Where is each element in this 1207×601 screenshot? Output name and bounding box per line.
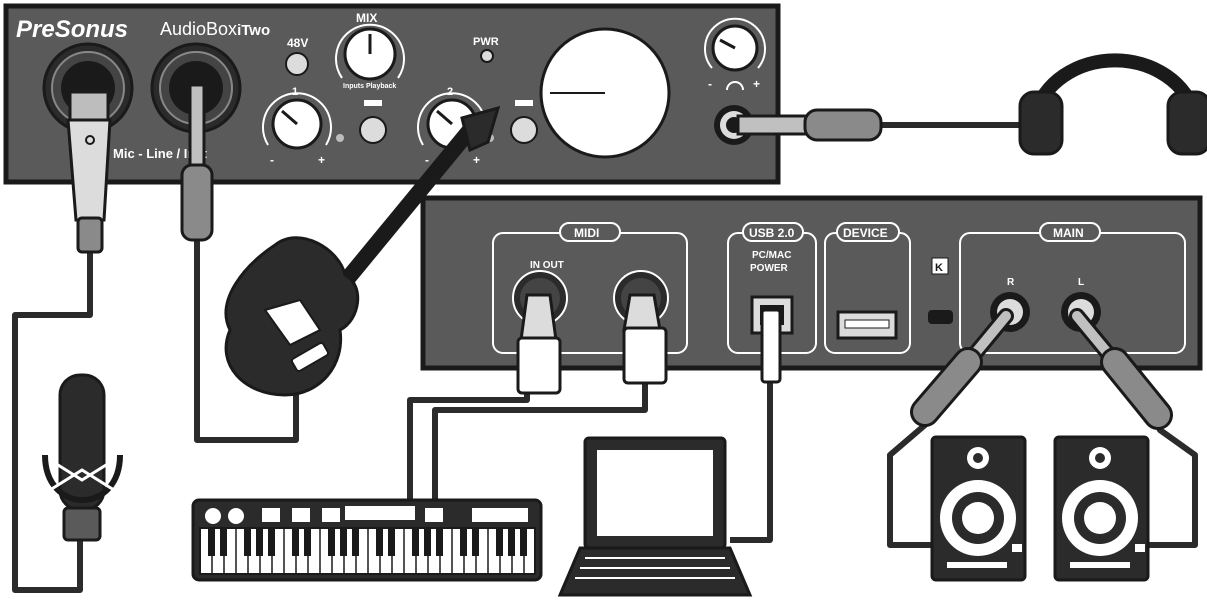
main-right-cable [887,415,935,548]
svg-text:K: K [935,262,943,274]
speaker-icon [1053,435,1150,582]
main-left-label: L [1078,277,1084,288]
headphone-level-knob[interactable] [704,17,766,72]
gain-1-knob[interactable] [262,92,332,150]
input-label: Mic - Line / Inst [113,146,208,161]
phantom-label: 48V [287,36,308,50]
midi-label: MIDI [574,226,599,240]
main-left-plug [1069,308,1173,430]
mix-sublabel: Inputs Playback [343,83,396,90]
clip-led-1 [336,134,344,142]
midi-out-plug [622,293,668,385]
speaker-icon [930,435,1027,582]
xlr-plug [66,90,112,254]
device-label: DEVICE [843,226,888,240]
main-right-plug [910,308,1014,427]
power-led [480,49,494,63]
headphones-icon [1018,53,1207,156]
mix-label: MIX [356,11,377,25]
mic-cable [12,250,93,593]
guitar-icon [224,105,501,397]
headphone-plug [736,108,883,142]
gain-1-label: 1 [292,86,298,98]
usb-sublabel-1: PC/MAC [752,250,791,261]
gain-1-plus: + [318,153,325,167]
power-label: PWR [473,36,499,48]
usb-sublabel-2: POWER [750,263,789,274]
guitar-cable [194,240,299,443]
midi-out-cable [432,380,648,505]
inst-button-2[interactable] [510,116,538,144]
usb-cable [730,380,773,543]
inst-icon-1 [364,100,382,106]
phantom-power-button[interactable] [285,52,309,76]
gain-2-plus: + [473,153,480,167]
midi-ports-label: IN OUT [530,260,564,271]
gain-2-minus: - [425,153,429,167]
instrument-plug [180,83,214,242]
model-name: AudioBoxiTwo [160,19,270,39]
mix-knob[interactable] [335,23,405,81]
microphone-icon [42,373,123,542]
main-volume-knob[interactable] [539,27,671,159]
main-right-label: R [1007,277,1015,288]
laptop-icon [557,436,753,597]
inst-icon-2 [515,100,533,106]
kensington-lock-icon: K [931,257,949,275]
midi-in-plug [516,293,562,395]
main-label: MAIN [1053,226,1084,240]
usb-label: USB 2.0 [749,226,795,240]
kensington-slot[interactable] [928,310,953,324]
usb-a-device-port[interactable] [836,310,898,340]
midi-in-cable [407,393,530,505]
headphone-symbol-icon [726,81,744,91]
keyboard-icon [191,498,543,582]
brand-logo: PreSonus [16,16,128,43]
headphone-minus: - [708,77,712,91]
headphone-plus: + [753,77,760,91]
gain-1-minus: - [270,153,274,167]
gain-2-label: 2 [447,86,453,98]
usb-plug [760,308,782,384]
front-panel: PreSonus AudioBoxiTwo Mic - Line / Inst … [3,3,781,185]
inst-button-1[interactable] [359,116,387,144]
